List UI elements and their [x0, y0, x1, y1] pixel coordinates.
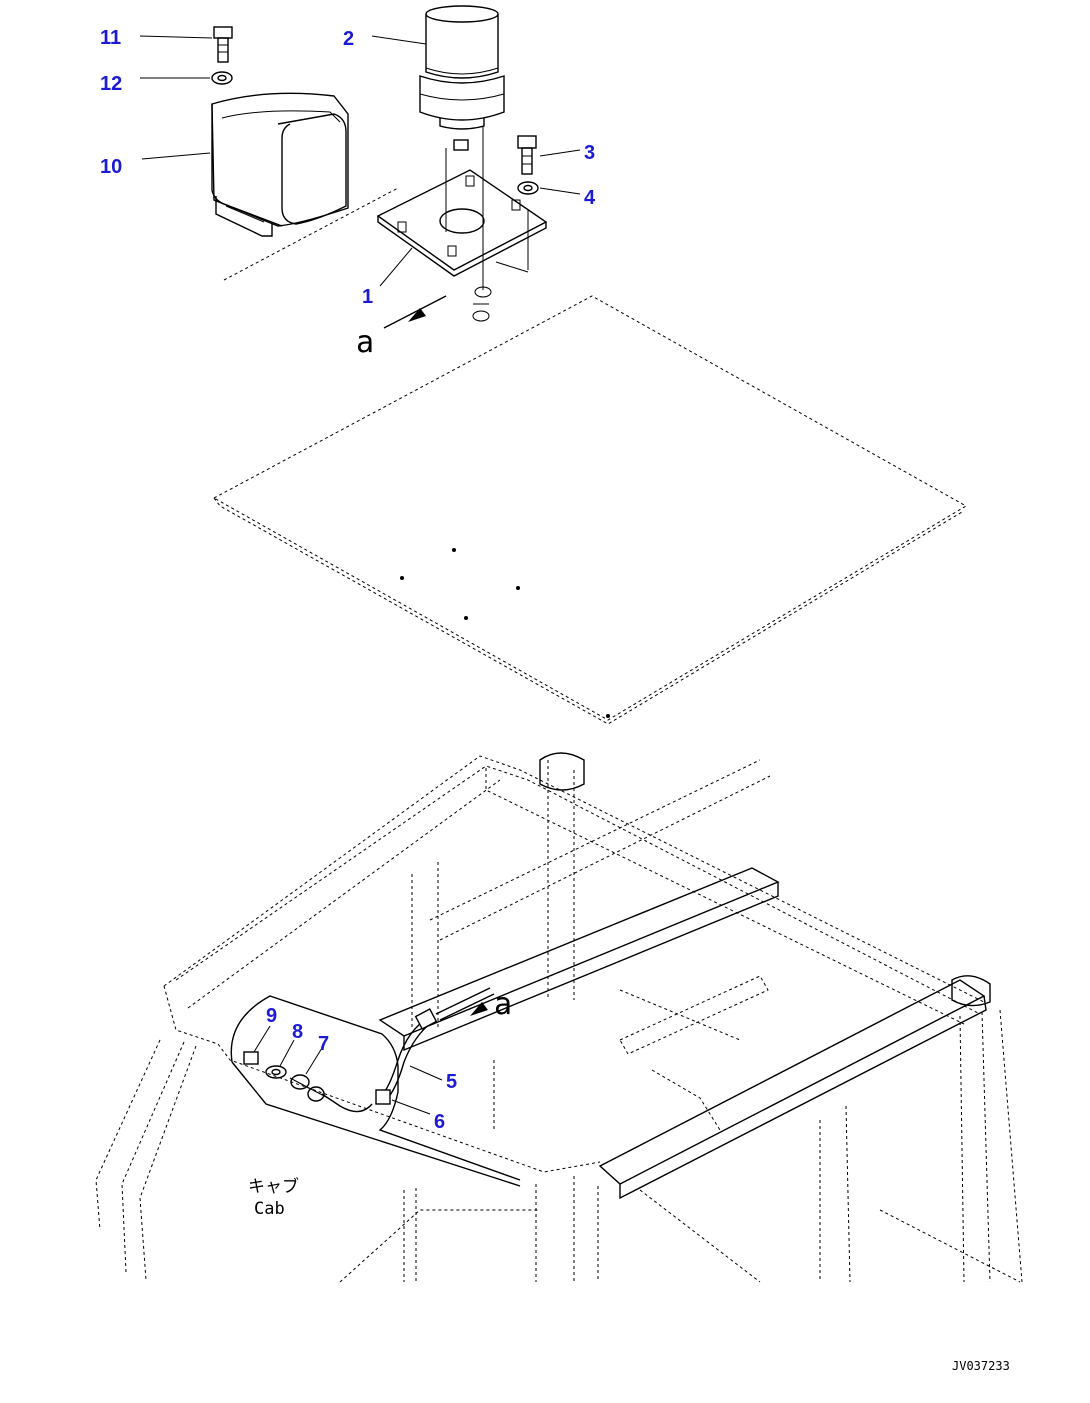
- cab-frame: [95, 752, 1023, 1283]
- guard-10: [211, 92, 349, 237]
- leader-7: [305, 1047, 323, 1075]
- cab-label-jp: キャブ: [248, 1176, 299, 1197]
- view-arrow-top: [383, 295, 447, 329]
- view-marker-top: a: [356, 325, 374, 360]
- leader-3: [539, 149, 581, 157]
- drawing-id: JV037233: [952, 1359, 1010, 1373]
- beacon-2: [419, 5, 505, 130]
- callout-7: 7: [318, 1033, 329, 1055]
- bolt-3: [517, 135, 537, 175]
- view-arrow-bottom: [470, 1002, 488, 1016]
- fuse-8: [265, 1065, 287, 1079]
- callout-11: 11: [100, 27, 121, 49]
- cap-9: [243, 1051, 259, 1065]
- connector-piece: [453, 139, 469, 151]
- roof-panel: [212, 295, 967, 725]
- bracket-1: [376, 169, 548, 277]
- leader-10: [141, 152, 211, 160]
- connector-7: [289, 1074, 329, 1102]
- harness-5: [379, 987, 495, 1101]
- guard-ground-line: [223, 187, 399, 281]
- washer-4: [517, 181, 539, 195]
- callout-9: 9: [266, 1005, 277, 1027]
- leader-4: [539, 187, 581, 195]
- callout-4: 4: [584, 187, 596, 209]
- leader-9: [253, 1025, 271, 1053]
- callout-2: 2: [343, 28, 354, 50]
- leader-11: [139, 35, 213, 39]
- leader-5: [409, 1065, 443, 1081]
- callout-1: 1: [362, 286, 373, 308]
- leader-1: [379, 247, 413, 287]
- callout-8: 8: [292, 1021, 303, 1043]
- clip-6: [321, 1089, 391, 1113]
- view-marker-bottom: a: [494, 987, 512, 1022]
- cab-label-en: Cab: [254, 1199, 285, 1219]
- callout-12: 12: [100, 73, 122, 95]
- leader-6: [391, 1099, 431, 1115]
- washer-12: [211, 71, 233, 85]
- leader-2: [371, 35, 427, 45]
- callout-5: 5: [446, 1071, 457, 1093]
- nut: [472, 286, 492, 322]
- bolt-11: [213, 26, 233, 63]
- callout-3: 3: [584, 142, 595, 164]
- callout-10: 10: [100, 156, 122, 178]
- bolt-axis-2: [495, 261, 529, 273]
- leader-8: [279, 1039, 295, 1067]
- callout-6: 6: [434, 1111, 445, 1133]
